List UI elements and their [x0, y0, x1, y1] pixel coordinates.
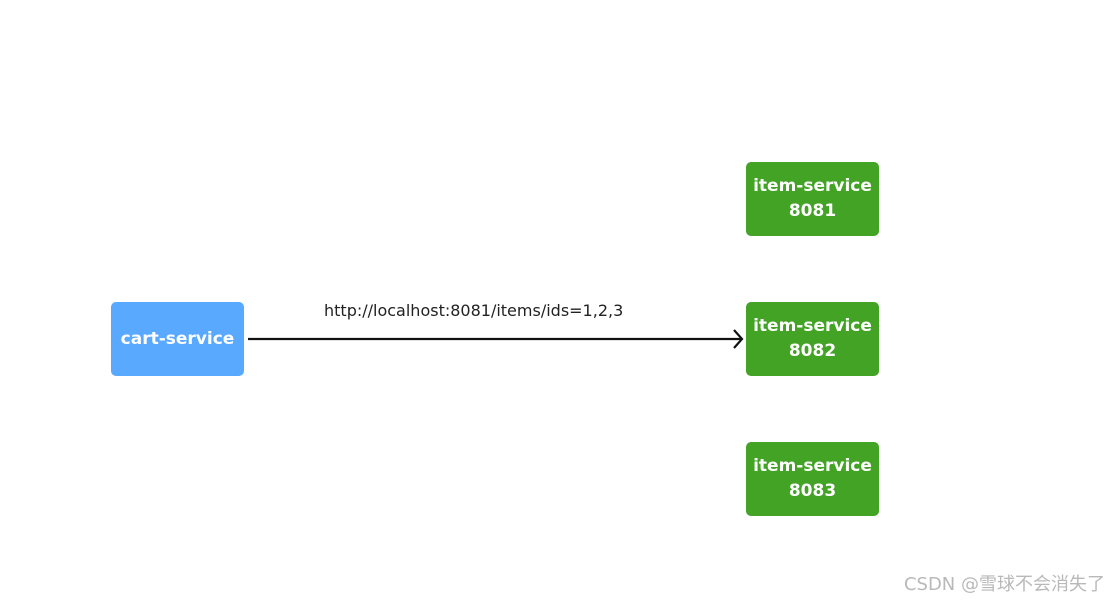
request-url-label: http://localhost:8081/items/ids=1,2,3	[324, 301, 624, 320]
cart-service-label: cart-service	[120, 328, 235, 349]
item-service-name: item-service	[753, 456, 872, 476]
item-service-name: item-service	[753, 316, 872, 336]
item-service-name: item-service	[753, 176, 872, 196]
cart-service-node: cart-service	[111, 302, 244, 376]
item-service-node-8082: item-service 8082	[746, 302, 879, 376]
item-service-port: 8081	[788, 201, 837, 221]
item-service-node-8083: item-service 8083	[746, 442, 879, 516]
watermark: CSDN @雪球不会消失了	[903, 574, 1105, 595]
item-service-node-8081: item-service 8081	[746, 162, 879, 236]
request-arrow-head	[733, 329, 744, 349]
item-service-port: 8082	[788, 341, 837, 361]
item-service-port: 8083	[788, 481, 837, 501]
